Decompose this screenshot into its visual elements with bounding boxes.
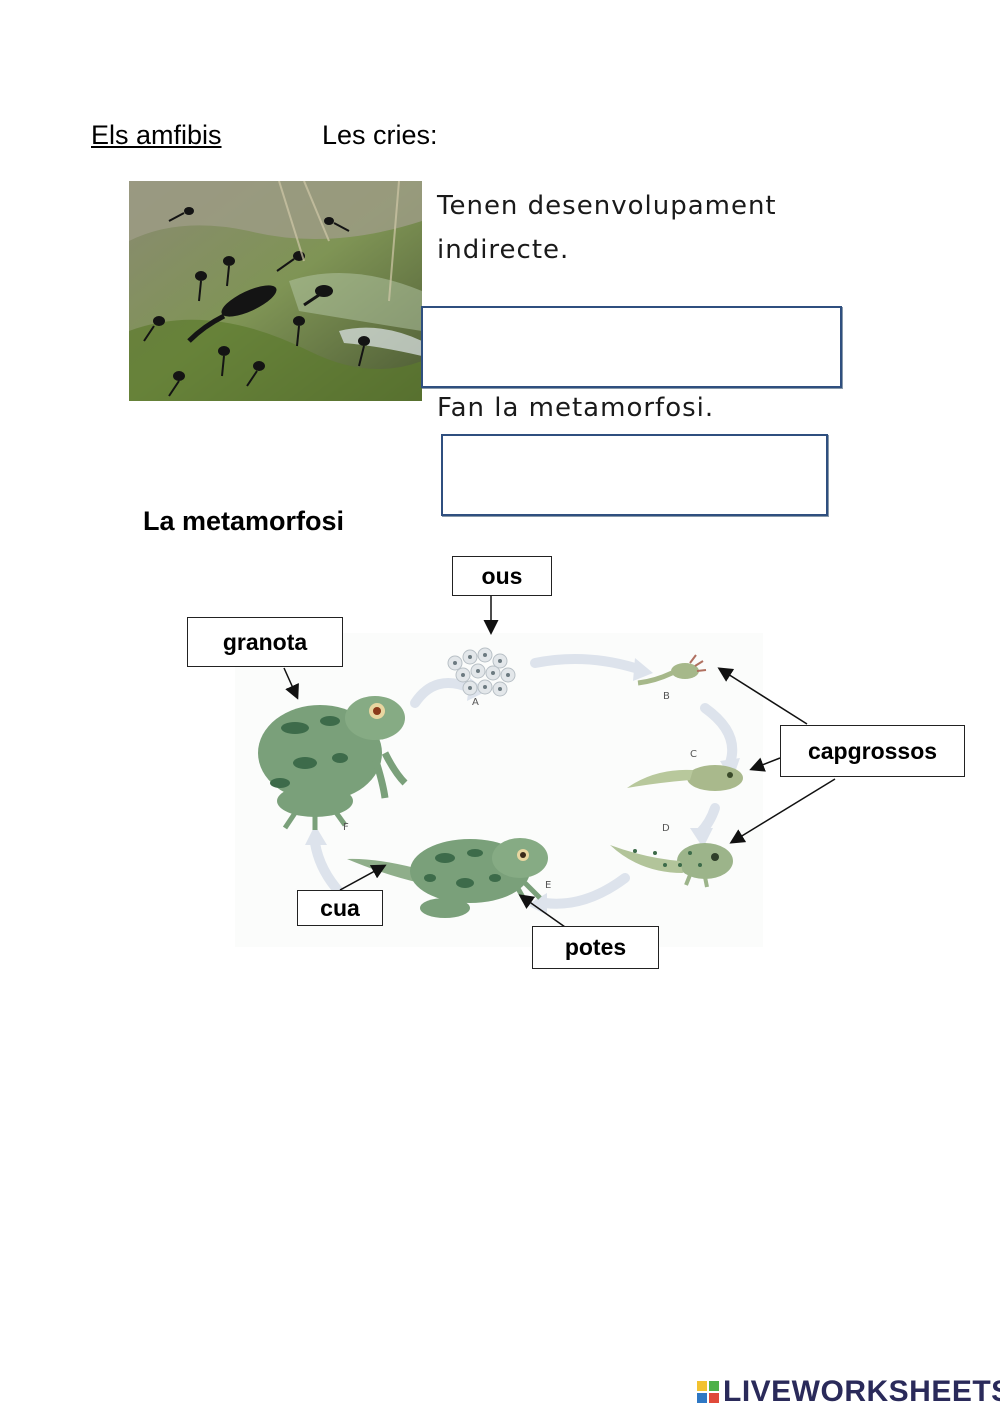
label-legs: potes: [532, 926, 659, 969]
stage-letter-c: C: [690, 749, 697, 760]
label-tail: cua: [297, 890, 383, 926]
label-eggs: ous: [452, 556, 552, 596]
label-frog: granota: [187, 617, 343, 667]
arrow-tadpole-d: [729, 778, 836, 844]
stage-letter-e: E: [545, 880, 551, 891]
section-title: La metamorfosi: [143, 506, 345, 536]
subtopic-heading: Les cries:: [322, 120, 438, 150]
arrow-frog: [283, 667, 299, 700]
label-arrows: [283, 596, 836, 928]
footer-brand: LIVEWORKSHEETS: [697, 1375, 1000, 1409]
brand-logo-icon: [697, 1381, 719, 1403]
arrow-tail: [339, 864, 387, 891]
brand-name: LIVEWORKSHEETS: [723, 1375, 1000, 1408]
stage-letter-b: B: [663, 691, 670, 702]
answer-input-2[interactable]: [441, 434, 828, 516]
intro-line-1: Tenen desenvolupament: [437, 191, 777, 221]
answer-input-1[interactable]: [421, 306, 842, 388]
tadpoles-photo: [129, 181, 422, 401]
arrow-legs: [518, 894, 566, 928]
arrow-tadpole-b: [717, 667, 808, 725]
intro-line-2: indirecte.: [437, 235, 570, 265]
intro-line-3: Fan la metamorfosi.: [437, 393, 715, 423]
label-tadpoles: capgrossos: [780, 725, 965, 777]
stage-letter-d: D: [662, 823, 670, 834]
stage-letter-a: A: [472, 697, 479, 708]
arrow-tadpole-c: [749, 757, 781, 772]
eggs-illustration: [447, 647, 516, 697]
topic-heading: Els amfibis: [91, 120, 222, 150]
stage-letter-f: F: [343, 822, 349, 833]
